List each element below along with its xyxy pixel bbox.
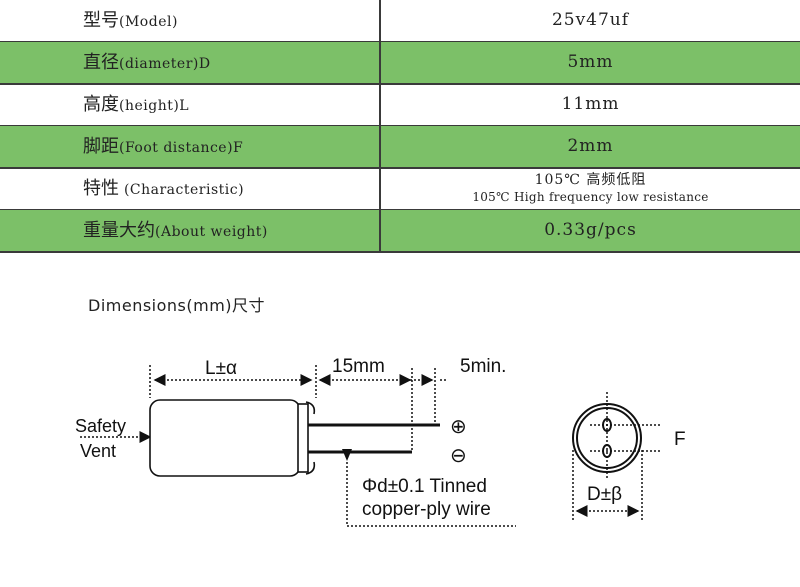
safety-vent-label-2: Vent [80,441,116,461]
label-cn: 脚距 [83,136,119,157]
capacitor-top-view [572,403,642,473]
spec-label: 重量大约(About weight) [83,210,268,251]
diameter-label: D±β [587,484,622,505]
length-label: L±α [205,358,237,379]
lead-length-label: 15mm [332,356,385,377]
value-line-cn: 105℃ 高频低阻 [534,172,647,188]
spec-value: 11mm [379,84,800,125]
wire-arrow-icon [342,449,352,461]
dimension-lines [80,365,660,527]
spec-row-weight: 重量大约(About weight) 0.33g/pcs [0,210,800,253]
dimensions-title: Dimensions(mm)尺寸 [88,296,266,315]
capacitor-leads [308,423,440,454]
label-cn: 直径 [83,52,119,73]
label-en: (diameter)D [119,56,211,72]
plus-terminal-icon: ⊕ [450,416,467,438]
label-en: (About weight) [155,224,268,240]
minus-terminal-icon: ⊖ [450,445,467,467]
spec-label: 脚距(Foot distance)F [83,126,243,167]
spec-row-diameter: 直径(diameter)D 5mm [0,42,800,85]
wire-label: Φd±0.1 Tinned [362,476,487,497]
min-length-label: 5min. [460,356,506,377]
spec-label: 高度(height)L [83,84,189,125]
label-cn: 特性 [83,178,119,199]
label-en: (Model) [119,14,178,30]
spec-value: 105℃ 高频低阻 105℃ High frequency low resista… [379,168,800,209]
spec-value: 5mm [379,42,800,83]
capacitor-body [149,399,316,477]
spec-label: 直径(diameter)D [83,42,211,83]
label-cn: 型号 [83,10,119,31]
value-line-en: 105℃ High frequency low resistance [472,190,709,204]
label-en: (height)L [119,98,190,114]
pitch-label: F [674,429,686,450]
spec-value: 0.33g/pcs [379,210,800,251]
label-cn: 重量大约 [83,220,155,241]
wire-label-2: copper-ply wire [362,499,491,520]
label-en: (Characteristic) [119,182,245,198]
spec-label: 特性 (Characteristic) [83,168,244,209]
spec-value: 2mm [379,126,800,167]
label-en: (Foot distance)F [119,140,244,156]
spec-row-foot-distance: 脚距(Foot distance)F 2mm [0,126,800,169]
safety-vent-label: Safety [75,416,126,436]
spec-value: 25v47uf [379,0,800,41]
spec-label: 型号(Model) [83,0,178,41]
label-cn: 高度 [83,94,119,115]
